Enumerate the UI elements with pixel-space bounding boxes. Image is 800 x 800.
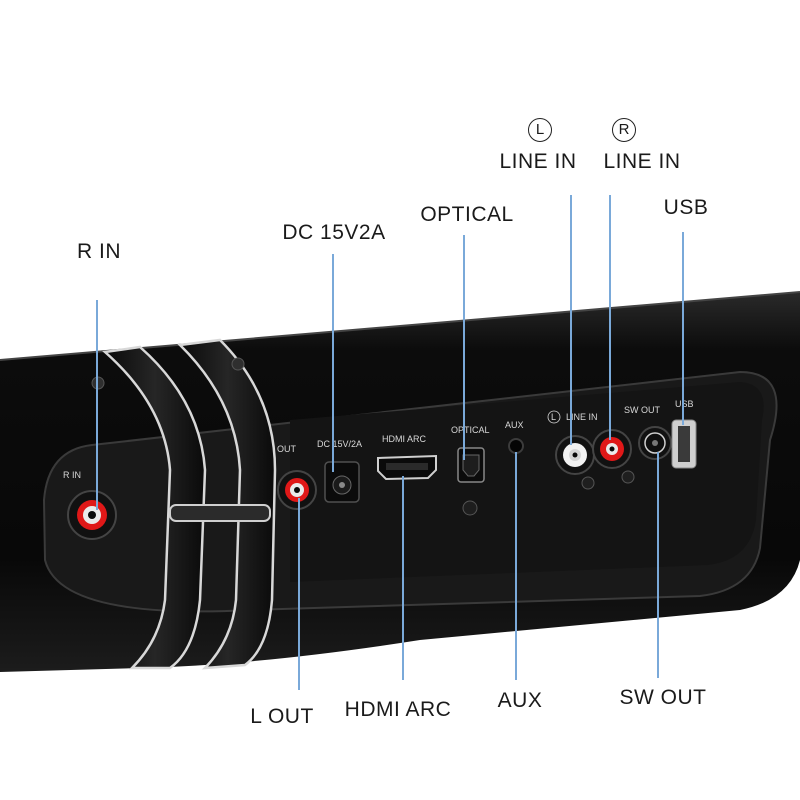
- panel-label-dc: DC 15V/2A: [317, 439, 362, 449]
- leader-lines: [96, 195, 684, 690]
- panel-label-hdmi: HDMI ARC: [382, 434, 427, 444]
- callout-l-out: L OUT: [250, 705, 314, 728]
- screw: [231, 357, 245, 371]
- callout-line-in-right: LINE IN: [603, 150, 681, 173]
- left-channel-circle-icon: L: [528, 118, 552, 142]
- l-out-rca-jack: [277, 470, 317, 510]
- callout-aux: AUX: [497, 689, 543, 712]
- panel-label-usb: USB: [675, 399, 694, 409]
- hdmi-arc-port: [377, 454, 437, 481]
- callout-sw-out: SW OUT: [619, 686, 707, 709]
- dc-power-jack: [324, 461, 360, 503]
- bracket-band-right: [177, 338, 277, 670]
- usb-port: [671, 419, 697, 469]
- panel-label-line-in: LINE IN: [566, 412, 598, 422]
- bracket-bar: [169, 504, 271, 522]
- line-in-right-rca-jack: [592, 429, 635, 484]
- line-in-left-rca-jack: [555, 435, 595, 490]
- optical-port: [457, 447, 485, 516]
- bracket-band-left: [102, 345, 207, 670]
- callout-optical: OPTICAL: [420, 203, 514, 226]
- callout-dc-power: DC 15V2A: [282, 221, 386, 244]
- panel-label-l-mark: L: [551, 412, 556, 422]
- aux-port: [508, 438, 524, 454]
- right-channel-circle-icon: R: [612, 118, 636, 142]
- panel-label-sw-out: SW OUT: [624, 405, 660, 415]
- callout-hdmi-arc: HDMI ARC: [344, 698, 452, 721]
- panel-label-aux: AUX: [505, 420, 524, 430]
- panel-label-r-in: R IN: [63, 470, 81, 480]
- callout-r-in: R IN: [77, 240, 121, 263]
- sw-out-rca-jack: [638, 426, 672, 460]
- r-in-rca-jack: [67, 490, 117, 540]
- panel-label-optical: OPTICAL: [451, 425, 490, 435]
- callout-line-in-left: LINE IN: [499, 150, 577, 173]
- panel-label-out: OUT: [277, 444, 297, 454]
- callout-usb: USB: [663, 196, 709, 219]
